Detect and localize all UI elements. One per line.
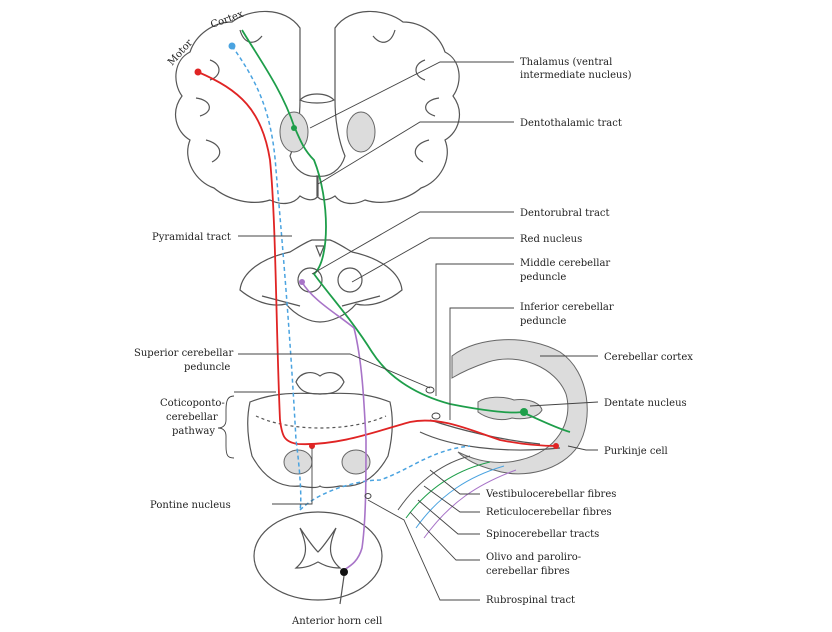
middle-peduncle-label: Middle cerebellar xyxy=(520,258,610,269)
red-nucleus-dot xyxy=(299,279,305,285)
vestibulo-label-group: Vestibulocerebellar fibres xyxy=(429,469,616,500)
dentothalamic-label-group: Dentothalamic tract xyxy=(317,118,622,185)
corticopontine-pathway xyxy=(228,42,471,511)
purkinje-dot xyxy=(553,443,559,449)
thalamus-dot xyxy=(291,125,297,131)
cerebellar-cortex-label: Cerebellar cortex xyxy=(604,352,693,363)
inferior-peduncle-label: Inferior cerebellar xyxy=(520,302,614,313)
cerebellar-cortex-label-group: Cerebellar cortex xyxy=(540,352,693,363)
pyramidal-pathway xyxy=(194,68,559,449)
olivo-label-line2: cerebellar fibres xyxy=(486,566,570,577)
dentate-nucleus-label: Dentate nucleus xyxy=(604,398,687,409)
superior-peduncle-label: Superior cerebellar xyxy=(134,348,233,359)
dentothalamic-label: Dentothalamic tract xyxy=(520,118,622,129)
anterior-horn-cell-dot xyxy=(340,568,348,576)
superior-peduncle-label-line2: peduncle xyxy=(184,362,230,373)
rubrospinal-label-group: Rubrospinal tract xyxy=(367,499,575,606)
dentorubral-label: Dentorubral tract xyxy=(520,208,610,219)
dentate-nucleus-label-group: Dentate nucleus xyxy=(529,398,687,409)
rubrospinal-pathway xyxy=(299,279,367,571)
midbrain-section xyxy=(239,239,403,323)
motor-label: Motor xyxy=(166,37,195,68)
cortex-neuron-dot xyxy=(228,42,236,50)
red-nucleus-label-group: Red nucleus xyxy=(351,234,582,283)
thalamus-label: Thalamus (ventral xyxy=(520,57,612,68)
pontine-label-group: Pontine nucleus xyxy=(150,448,313,511)
pontine-nucleus-dot xyxy=(309,443,315,449)
middle-peduncle-label-group: Middle cerebellar peduncle xyxy=(435,258,610,396)
inferior-peduncle-label-line2: peduncle xyxy=(520,316,566,327)
middle-peduncle-label-line2: peduncle xyxy=(520,272,566,283)
pyramidal-label: Pyramidal tract xyxy=(152,232,231,243)
anterior-horn-label-group: Anterior horn cell xyxy=(291,616,382,627)
cortex-label: Cortex xyxy=(209,9,245,31)
motor-label-group: Motor Cortex xyxy=(166,9,245,68)
inferior-peduncle-label-group: Inferior cerebellar peduncle xyxy=(449,302,614,420)
reticulo-label-group: Reticulocerebellar fibres xyxy=(423,485,612,518)
coticoponto-label-group: Coticoponto- cerebellar pathway xyxy=(160,391,276,459)
thalamus-label-group: Thalamus (ventral intermediate nucleus) xyxy=(309,57,632,129)
olivo-label: Olivo and paroliro- xyxy=(486,552,581,563)
coticoponto-label: Coticoponto- xyxy=(160,398,225,409)
spino-label-group: Spinocerebellar tracts xyxy=(417,499,599,540)
olivo-label-group: Olivo and paroliro- cerebellar fibres xyxy=(409,511,581,577)
purkinje-label-group: Purkinje cell xyxy=(567,445,668,457)
pontine-label: Pontine nucleus xyxy=(150,500,231,511)
superior-peduncle-label-group: Superior cerebellar peduncle xyxy=(134,348,431,389)
reticulo-label: Reticulocerebellar fibres xyxy=(486,507,612,518)
purkinje-label: Purkinje cell xyxy=(604,446,668,457)
coticoponto-label-line3: pathway xyxy=(172,426,215,437)
rubrospinal-label: Rubrospinal tract xyxy=(486,595,575,606)
vestibulo-label: Vestibulocerebellar fibres xyxy=(485,489,616,500)
spinal-cord-section xyxy=(253,511,383,601)
red-nucleus-label: Red nucleus xyxy=(520,234,582,245)
superior-peduncle-marker xyxy=(425,386,435,394)
anterior-horn-label: Anterior horn cell xyxy=(291,616,382,627)
spino-label: Spinocerebellar tracts xyxy=(486,529,599,540)
middle-peduncle-marker xyxy=(431,412,441,420)
dentate-dot xyxy=(520,408,528,416)
pons-section xyxy=(247,372,393,489)
thalamus-label-line2: intermediate nucleus) xyxy=(520,70,632,81)
pyramidal-label-group: Pyramidal tract xyxy=(152,232,292,243)
dentorubral-label-group: Dentorubral tract xyxy=(311,208,610,275)
coticoponto-label-line2: cerebellar xyxy=(166,412,218,423)
motor-neuron-dot xyxy=(194,68,202,76)
rubrospinal-marker xyxy=(364,493,372,499)
brain-coronal-section xyxy=(174,10,461,205)
cerebellum-section xyxy=(419,339,588,475)
cerebellar-input-fibres xyxy=(397,455,517,539)
